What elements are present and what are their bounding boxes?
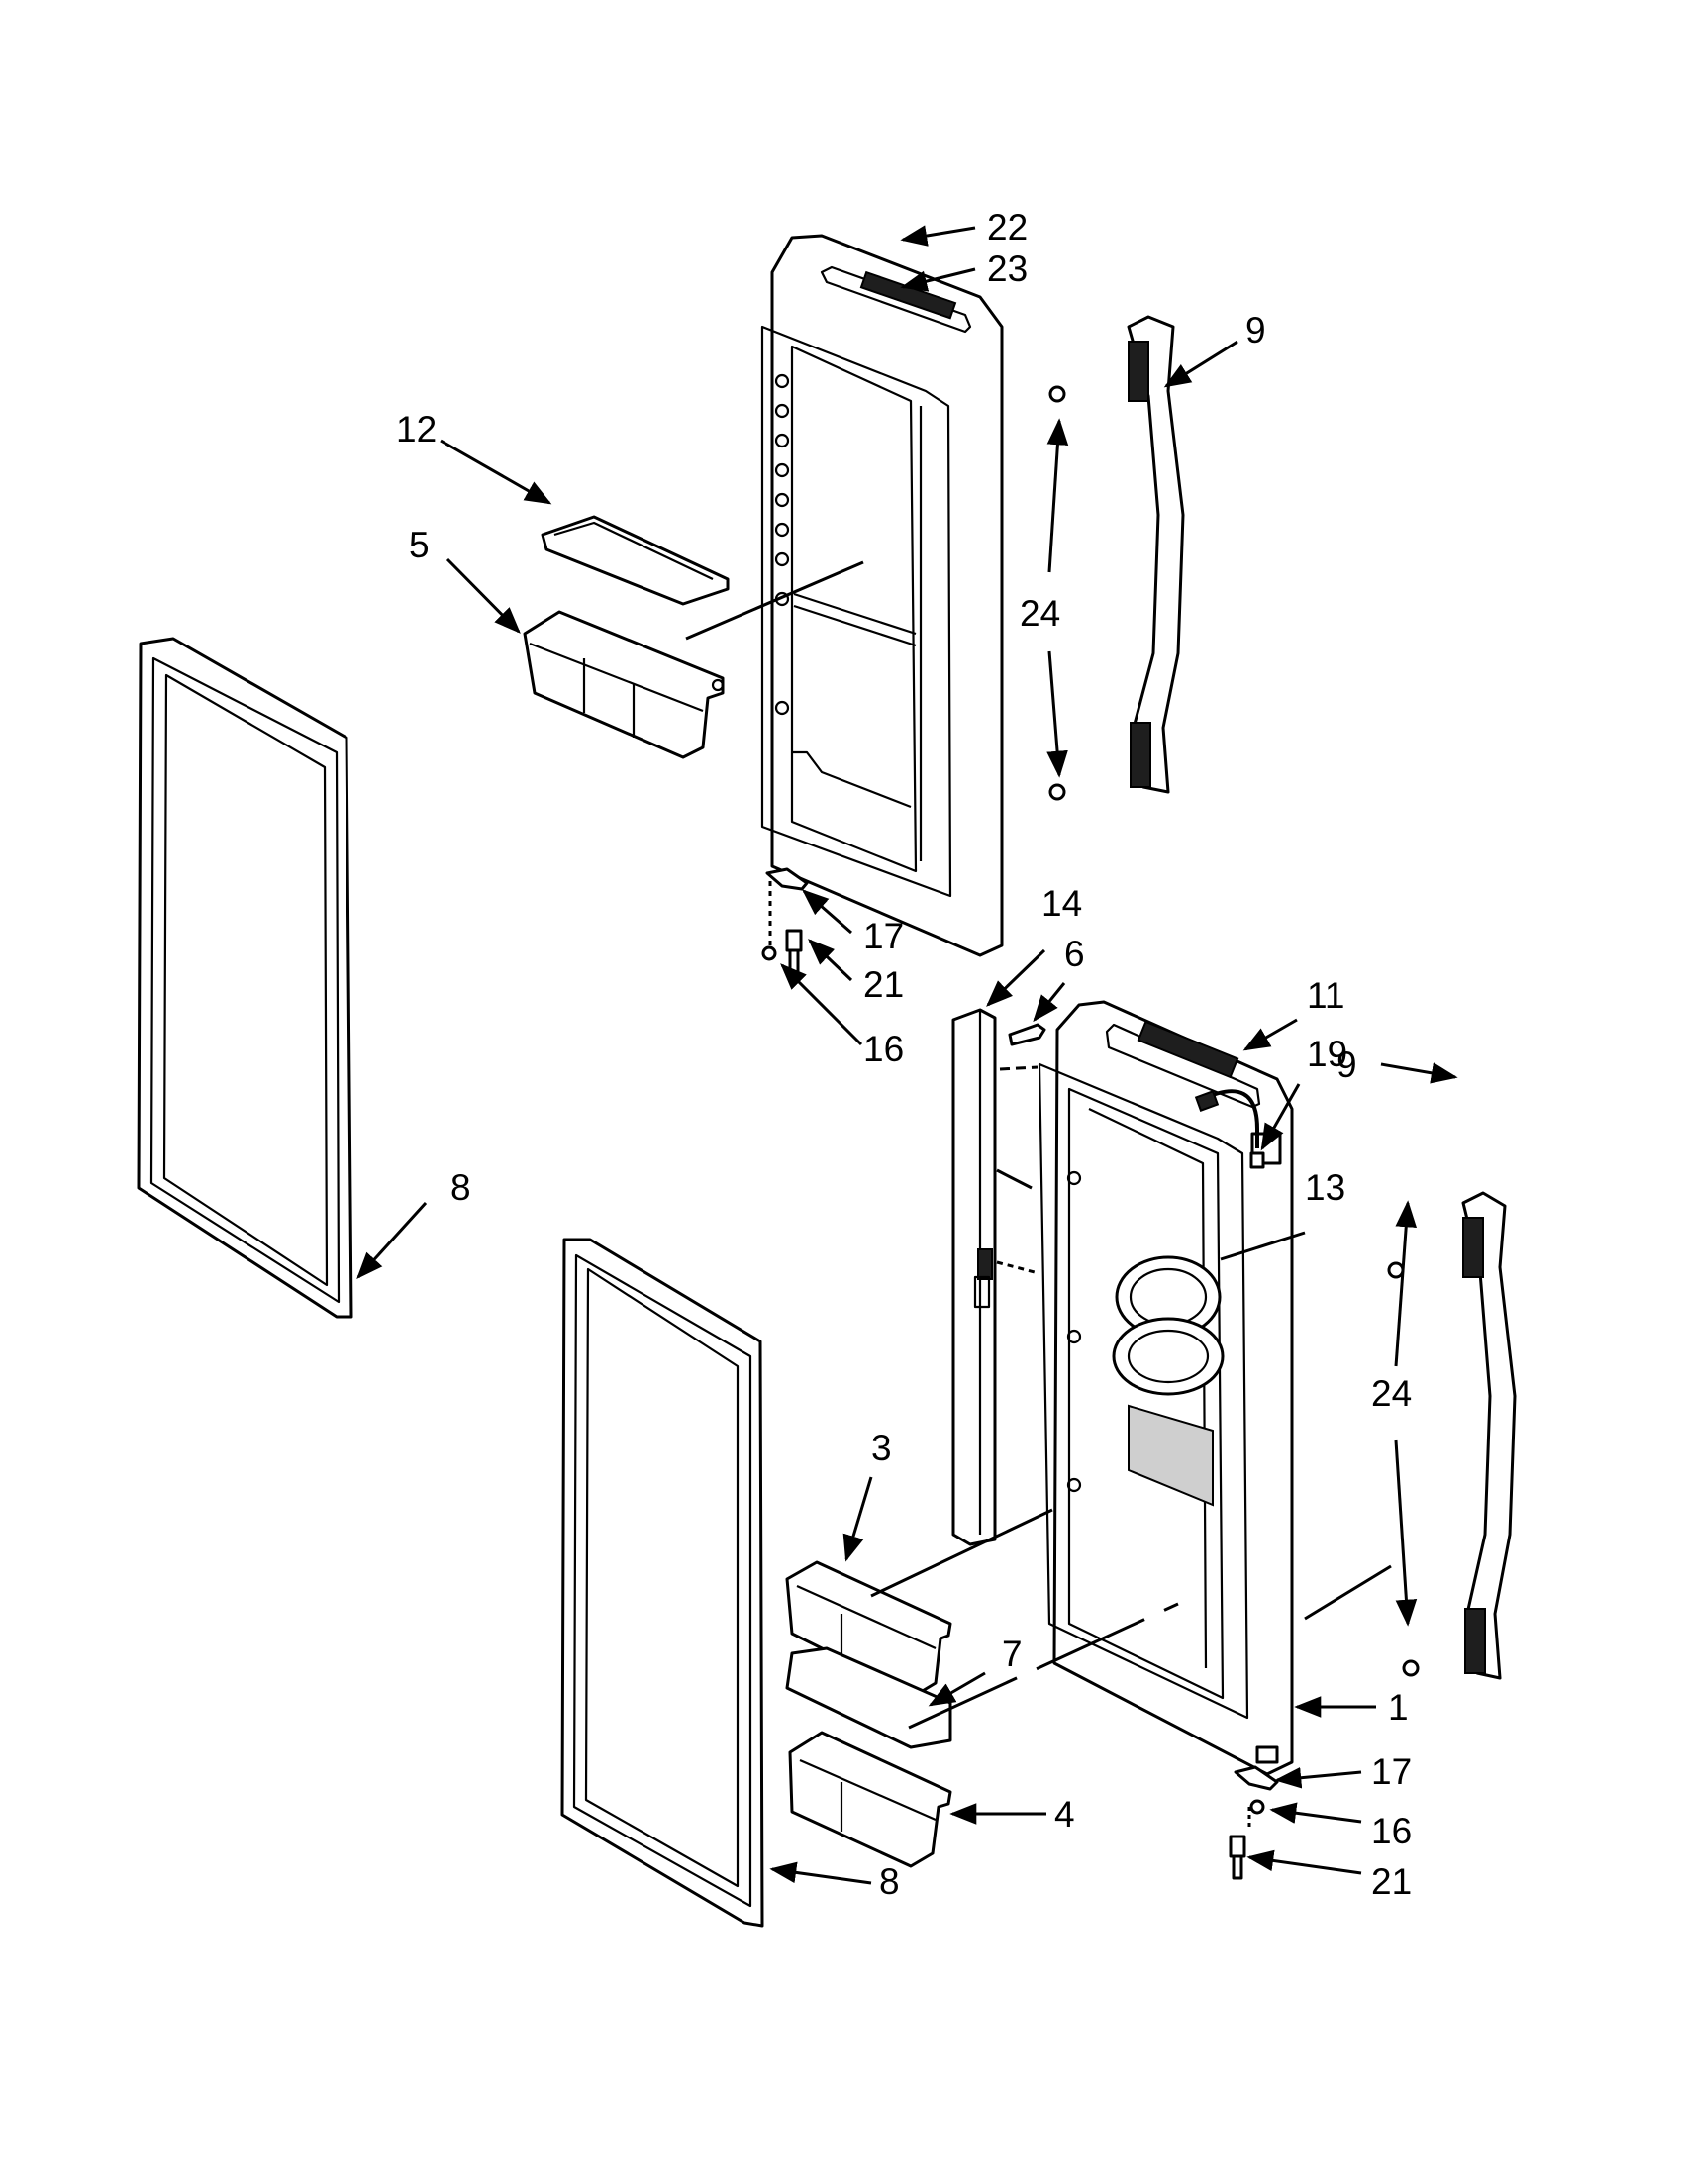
callout-19: 19 (1307, 1034, 1347, 1074)
screw-6 (1008, 1023, 1046, 1046)
hinge-hardware-top (761, 867, 809, 977)
bin-liner-7 (785, 1646, 952, 1749)
callout-17-bottom: 17 (1371, 1751, 1412, 1792)
door-bin-4 (788, 1731, 952, 1868)
callout-3: 3 (871, 1428, 892, 1468)
callout-5: 5 (409, 525, 430, 565)
water-tube-11 (1194, 1089, 1265, 1169)
callout-16-bottom: 16 (1371, 1811, 1412, 1851)
dispenser-recess (1112, 1255, 1225, 1507)
hinge-hardware-bottom (1229, 1765, 1279, 1880)
callout-11: 11 (1307, 975, 1344, 1016)
shelf-cover-12 (541, 515, 730, 606)
callout-23: 23 (987, 248, 1028, 289)
callout-24-bottom: 24 (1371, 1373, 1412, 1414)
upper-handle (1048, 315, 1185, 801)
callout-13: 13 (1305, 1167, 1345, 1208)
callout-24-top: 24 (1020, 593, 1060, 634)
callout-17-top: 17 (863, 916, 904, 956)
callout-7: 7 (1002, 1634, 1023, 1674)
callout-9-top: 9 (1245, 310, 1266, 350)
callout-8-left: 8 (450, 1167, 471, 1208)
callout-16-top: 16 (863, 1029, 904, 1069)
callout-6: 6 (1064, 934, 1085, 974)
callout-21-bottom: 21 (1371, 1861, 1412, 1902)
callout-labels: 22 23 9 12 5 24 17 21 16 14 6 11 19 9 8 … (396, 207, 1412, 1902)
callout-21-top: 21 (863, 964, 904, 1005)
hinge-cover-14 (951, 1008, 997, 1546)
lower-handle (1387, 1191, 1517, 1680)
callout-4: 4 (1054, 1794, 1075, 1835)
left-door-gasket (137, 637, 353, 1319)
lower-right-door (1038, 1000, 1294, 1776)
assembly-lines (685, 560, 1392, 1827)
upper-left-door (760, 234, 1004, 957)
shelf-support-bumps (774, 373, 790, 716)
leader-arrows (356, 225, 1458, 1885)
door-bin-5 (523, 610, 725, 759)
right-door-gasket (560, 1238, 764, 1928)
callout-9-bottom: 9 (1336, 1044, 1357, 1085)
callout-22: 22 (987, 207, 1028, 248)
callout-12: 12 (396, 409, 437, 449)
callout-8-bottom: 8 (879, 1861, 900, 1902)
callout-14: 14 (1041, 883, 1082, 924)
callout-1: 1 (1388, 1687, 1409, 1728)
